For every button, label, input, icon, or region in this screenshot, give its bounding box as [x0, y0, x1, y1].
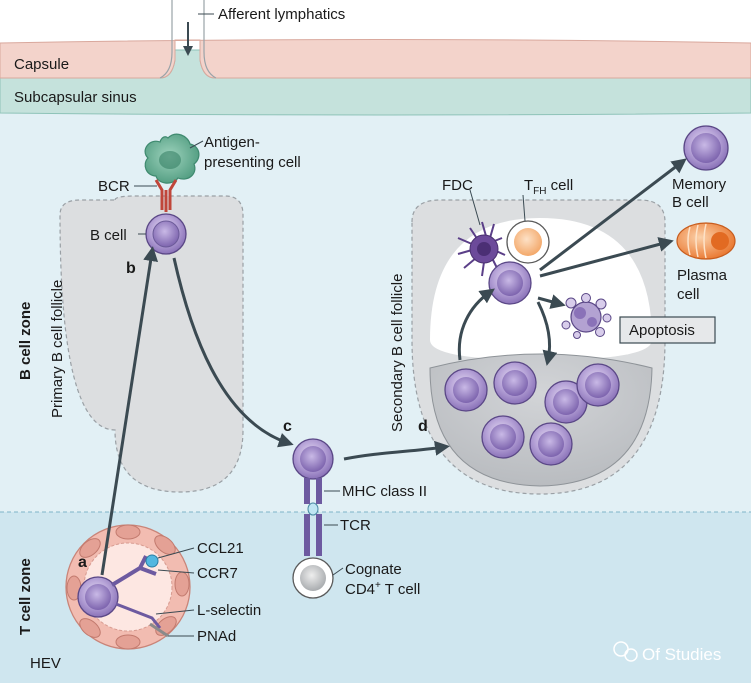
arrow-a-to-b — [100, 246, 159, 576]
lselectin-leader — [155, 609, 195, 615]
ccl21-leader — [157, 547, 195, 559]
tfh-label-sub: FH — [533, 186, 546, 197]
secondary-follicle-label: Secondary B cell follicle — [389, 274, 406, 432]
arrow-to-memory — [539, 158, 687, 272]
tfh-label-tail: cell — [547, 177, 574, 194]
tfh-cell-nucleus — [514, 228, 542, 256]
arrow-dark-to-light — [457, 288, 495, 361]
tfh-label: TFH cell — [524, 177, 573, 197]
lselectin-label: L-selectin — [197, 602, 261, 619]
plasma-label-line2: cell — [677, 286, 700, 303]
hev-b-cell-nucleus — [85, 584, 111, 610]
bcr-receptor — [154, 179, 178, 212]
watermark-icon-secondary — [624, 648, 638, 662]
cognate-t-cell-nucleus — [300, 565, 326, 591]
hev-label: HEV — [30, 655, 61, 672]
bcr-label: BCR — [98, 178, 130, 195]
arrow-to-apoptosis — [537, 294, 566, 309]
apc-nucleus — [159, 151, 181, 169]
step-c-letter: c — [283, 418, 292, 435]
tfh-leader — [522, 194, 526, 222]
arrow-light-to-dark — [536, 301, 558, 366]
apc-leader — [189, 140, 204, 149]
cognate-label-tail: T cell — [381, 581, 420, 598]
plasma-label-line1: Plasma — [677, 267, 728, 284]
tcr-label: TCR — [340, 517, 371, 534]
b-cell-border-nucleus — [300, 446, 326, 472]
dark-zone-b-cell — [481, 415, 525, 459]
b-cell-zone-label: B cell zone — [17, 302, 34, 380]
tfh-label-main: T — [524, 177, 533, 194]
memory-label-line2: B cell — [672, 194, 709, 211]
dark-zone-b-cell — [529, 422, 573, 466]
l-selectin — [115, 602, 162, 629]
dark-zone-b-cells — [444, 361, 620, 466]
step-d-letter: d — [418, 418, 428, 435]
ccr7-leader — [157, 569, 195, 574]
pnad-label: PNAd — [197, 628, 236, 645]
apoptosis-label: Apoptosis — [629, 322, 695, 339]
fdc-cell — [457, 221, 506, 277]
afferent-label: Afferent lymphatics — [218, 6, 345, 23]
cognate-label-sup: + — [375, 580, 381, 591]
cognate-label-line2: CD4+ T cell — [345, 580, 420, 598]
ccl21-chemokine — [145, 554, 159, 568]
mhc-tcr-complex — [304, 478, 322, 556]
arrow-to-plasma — [539, 237, 674, 278]
arrow-b-to-c — [172, 257, 294, 448]
b-cell-primary-nucleus — [152, 220, 180, 248]
fdc-leader — [469, 189, 481, 226]
light-zone-b-cell-nucleus — [497, 270, 523, 296]
afferent-lymphatic-vessel — [159, 0, 217, 79]
cognate-label-line1: Cognate — [345, 561, 402, 578]
capsule — [0, 39, 751, 79]
arrow-c-to-d — [343, 440, 450, 461]
step-b-letter: b — [126, 260, 136, 277]
mhc-label: MHC class II — [342, 483, 427, 500]
fdc-label: FDC — [442, 177, 473, 194]
ccr7-label: CCR7 — [197, 565, 238, 582]
cognate-label-main: CD4 — [345, 581, 375, 598]
apc-label-line2: presenting cell — [204, 154, 301, 171]
dark-zone-b-cell — [576, 363, 620, 407]
t-cell-zone-label: T cell zone — [17, 558, 34, 635]
step-a-letter: a — [78, 554, 87, 571]
memory-b-cell-nucleus — [691, 133, 721, 163]
capsule-label: Capsule — [14, 56, 69, 73]
migration-arrows — [100, 158, 687, 576]
plasma-cell — [676, 222, 736, 260]
bcell-label: B cell — [90, 227, 127, 244]
ccr7-receptor — [110, 555, 157, 587]
watermark-text: Of Studies — [642, 645, 721, 664]
apc-label-line1: Antigen- — [204, 134, 260, 151]
primary-follicle-label: Primary B cell follicle — [49, 280, 66, 418]
primary-follicle — [59, 195, 244, 493]
cognate-leader — [332, 567, 344, 576]
ccl21-label: CCL21 — [197, 540, 244, 557]
apoptotic-cell — [561, 293, 612, 339]
watermark: Of Studies — [613, 641, 721, 664]
dark-zone-b-cell — [444, 368, 488, 412]
apoptosis-box — [619, 316, 716, 344]
memory-label-line1: Memory — [672, 176, 727, 193]
subcapsular-sinus-label: Subcapsular sinus — [14, 89, 137, 106]
dark-zone-b-cell — [493, 361, 537, 405]
pnad — [149, 622, 169, 638]
